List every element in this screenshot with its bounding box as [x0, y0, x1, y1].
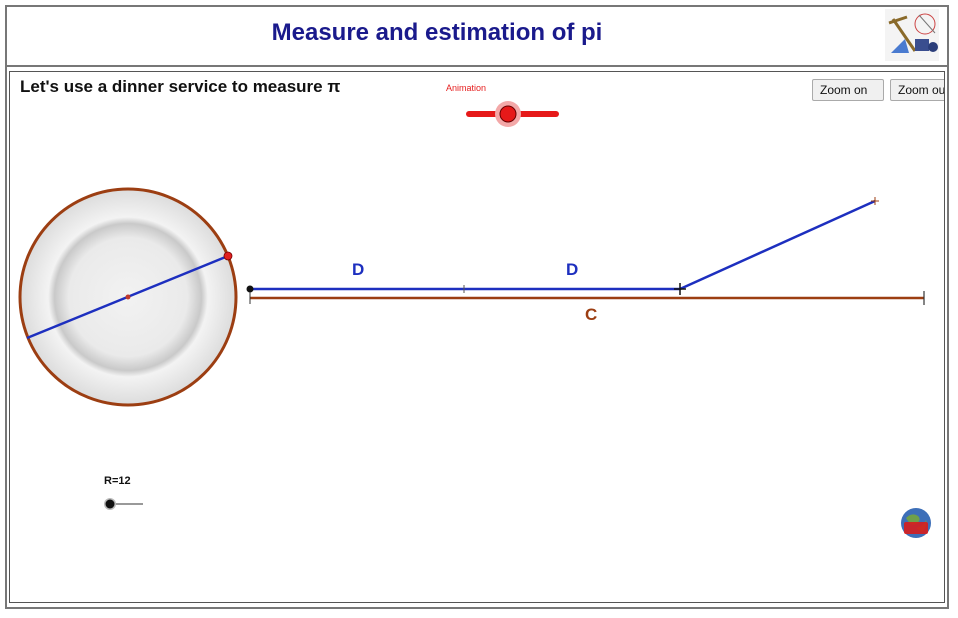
plate-center-point: [125, 294, 131, 300]
radius-slider[interactable]: R=12: [104, 475, 143, 510]
geometry-canvas[interactable]: D D C R=12: [10, 72, 944, 602]
animation-slider[interactable]: [466, 101, 559, 127]
plate-circumference: [18, 187, 238, 407]
globe-md-badge-icon: [901, 508, 931, 538]
geometry-tools-logo-icon: [885, 9, 939, 61]
animation-label: Animation: [446, 83, 487, 93]
segment-label-c: C: [585, 305, 597, 324]
animation-slider-knob[interactable]: [499, 105, 517, 123]
zoom-out-button[interactable]: Zoom out: [890, 79, 944, 101]
radius-slider-knob[interactable]: [105, 499, 115, 509]
circumference-segment: C: [249, 291, 925, 324]
dinner-plate: [18, 187, 238, 407]
zoom-in-button[interactable]: Zoom on: [812, 79, 884, 101]
page-frame: Measure and estimation of pi Let's use a…: [5, 5, 949, 609]
segment-start-point[interactable]: [246, 285, 254, 293]
diameter-segments: D D: [246, 197, 879, 295]
segment-label-d1: D: [352, 260, 364, 279]
unrolled-diameter-segment: [679, 199, 876, 291]
page-title: Measure and estimation of pi: [271, 19, 603, 46]
applet-headline: Let's use a dinner service to measure π: [20, 77, 341, 96]
radius-slider-label: R=12: [104, 475, 131, 487]
geogebra-applet[interactable]: Let's use a dinner service to measure π …: [9, 71, 945, 603]
header-bar: Measure and estimation of pi: [7, 7, 947, 67]
plate-edge-point[interactable]: [223, 251, 233, 261]
segment-label-d2: D: [566, 260, 578, 279]
